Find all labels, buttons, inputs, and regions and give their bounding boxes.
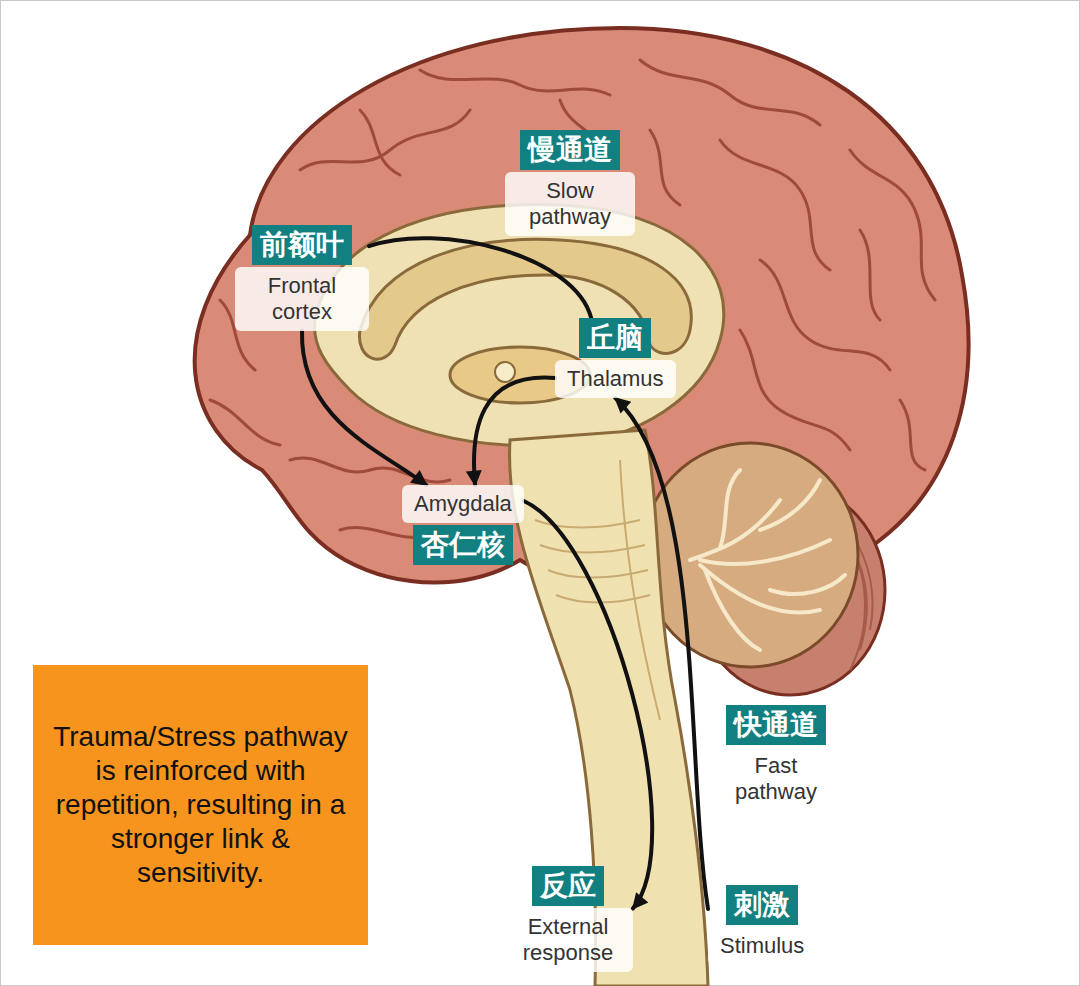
english-label: Stimulus xyxy=(708,927,816,965)
note-text: Trauma/Stress pathway is reinforced with… xyxy=(49,720,352,890)
branch xyxy=(700,540,830,564)
pathway-arrow xyxy=(615,398,708,909)
branch xyxy=(770,575,845,594)
chinese-label: 慢通道 xyxy=(520,130,620,170)
english-label: Fast pathway xyxy=(714,747,838,811)
pathway-arrow xyxy=(369,238,591,318)
pons-line xyxy=(548,570,648,578)
chinese-label: 反应 xyxy=(532,866,604,906)
gyrus-line xyxy=(900,400,925,470)
region-label: 丘脑Thalamus xyxy=(555,318,676,398)
branch xyxy=(690,500,780,560)
gyrus-line xyxy=(640,60,820,125)
gyrus-line xyxy=(360,110,400,175)
chinese-label: 刺激 xyxy=(726,885,798,925)
branch xyxy=(760,480,820,530)
pathway-label: 慢通道Slow pathway xyxy=(505,130,635,236)
region-label: 前额叶Frontal cortex xyxy=(235,225,369,331)
response-label: 反应External response xyxy=(503,866,633,972)
chinese-label: 丘脑 xyxy=(579,318,651,358)
branch xyxy=(700,565,820,613)
english-label: Frontal cortex xyxy=(235,267,369,331)
branch xyxy=(720,470,740,548)
english-label: Amygdala xyxy=(402,485,524,523)
cerebellum xyxy=(642,443,858,667)
stimulus-label: 刺激Stimulus xyxy=(708,885,816,965)
pathway-arrow xyxy=(524,501,652,908)
medial-surface xyxy=(315,205,724,446)
brainstem xyxy=(510,430,708,986)
pons-lines xyxy=(535,460,660,720)
pons-line xyxy=(540,545,645,553)
pathway-arrow xyxy=(302,331,426,485)
gyrus-line xyxy=(740,330,850,450)
chinese-label: 前额叶 xyxy=(252,225,352,265)
english-label: External response xyxy=(503,908,633,972)
pathway-label: 快通道Fast pathway xyxy=(714,705,838,811)
gyrus-line xyxy=(850,150,935,300)
pons-line xyxy=(620,460,660,720)
arbor-vitae xyxy=(690,470,845,650)
region-label: Amygdala杏仁核 xyxy=(402,485,524,565)
gyrus-line xyxy=(650,130,680,205)
english-label: Thalamus xyxy=(555,360,676,398)
gyrus-line xyxy=(210,400,280,445)
gyrus-line xyxy=(860,230,880,320)
chinese-label: 杏仁核 xyxy=(413,525,513,565)
thalamus-nucleus xyxy=(495,362,515,382)
gyrus-line xyxy=(720,140,830,270)
gyrus-line xyxy=(290,458,450,482)
pathway-arrow xyxy=(474,378,555,485)
chinese-label: 快通道 xyxy=(726,705,826,745)
english-label: Slow pathway xyxy=(505,172,635,236)
gyrus-line xyxy=(420,70,610,95)
note-box: Trauma/Stress pathway is reinforced with… xyxy=(33,665,368,945)
branch xyxy=(705,570,760,650)
